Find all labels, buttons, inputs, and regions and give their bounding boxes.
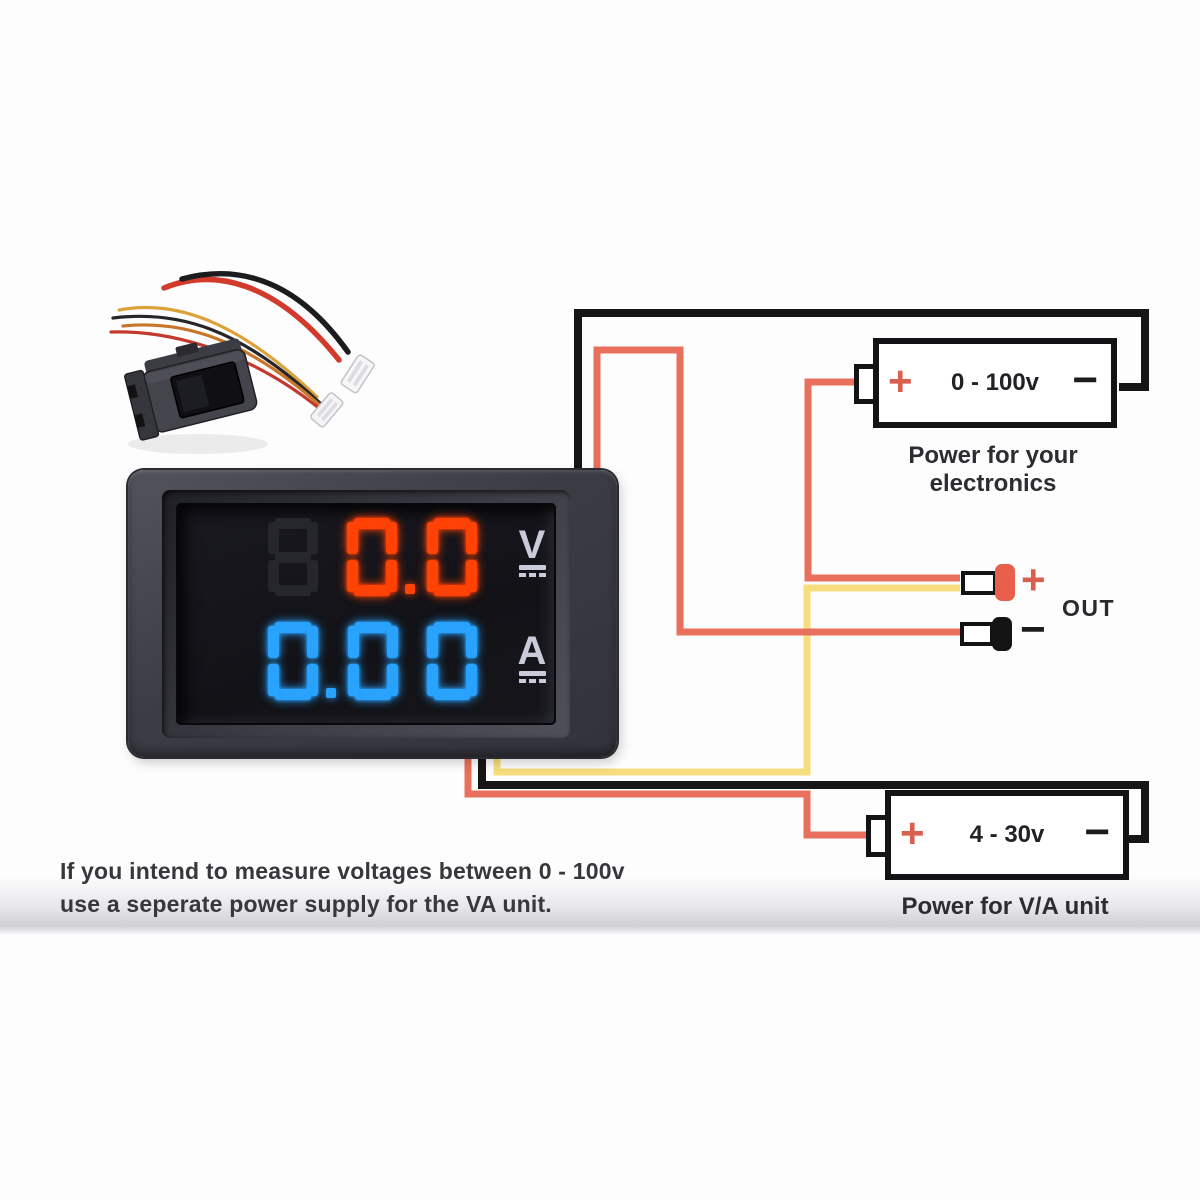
plus-sign: + xyxy=(1021,556,1046,603)
seven-segment-digit xyxy=(268,622,318,700)
module-shadow xyxy=(128,434,268,454)
voltage-display xyxy=(268,518,498,596)
wire-red-meter-to-va-battery xyxy=(464,754,868,839)
wire-red-battery-to-out xyxy=(804,378,960,582)
bottom-battery: + 4 - 30v − xyxy=(885,790,1129,880)
wire-strand-black-thick xyxy=(179,270,351,355)
meter-module-photo xyxy=(109,270,375,454)
out-positive-terminal xyxy=(961,571,997,595)
wire-strand-red-thick xyxy=(161,276,342,363)
plus-sign: + xyxy=(888,357,913,405)
background-gradient-band xyxy=(0,876,1200,934)
meter-display-window xyxy=(176,503,556,725)
note-line-1: If you intend to measure voltages betwee… xyxy=(60,858,625,884)
wire-red-meter-to-out xyxy=(593,346,960,636)
top-battery: + 0 - 100v − xyxy=(873,338,1117,428)
current-display xyxy=(268,622,498,700)
wire-strand-orange xyxy=(121,323,325,410)
note-line-2: use a seperate power supply for the VA u… xyxy=(60,891,552,917)
top-battery-caption: Power for your electronics xyxy=(908,442,1078,497)
out-negative-terminal-cap xyxy=(992,617,1012,651)
wire-strand-black-thin xyxy=(111,314,322,405)
top-battery-label: 0 - 100v xyxy=(950,369,1040,396)
wire-yellow-sense xyxy=(493,584,960,776)
seven-segment-digit xyxy=(426,518,477,596)
bottom-battery-caption: Power for V/A unit xyxy=(901,893,1109,920)
wire-black-top xyxy=(574,309,1149,470)
bottom-battery-label: 4 - 30v xyxy=(969,821,1045,848)
out-label: OUT xyxy=(1062,595,1116,621)
jst-connector-2pin xyxy=(340,354,375,394)
out-negative-terminal xyxy=(960,622,994,646)
amp-unit-letter: A xyxy=(517,629,547,673)
wire-strand-yellow xyxy=(117,305,319,399)
note-text: If you intend to measure voltages betwee… xyxy=(60,855,625,921)
plus-sign: + xyxy=(900,809,925,857)
decimal-point xyxy=(325,688,336,698)
meter-module-body xyxy=(124,338,258,441)
wire-black-bottom xyxy=(478,754,1149,843)
volt-unit: V xyxy=(514,523,550,578)
out-positive-terminal-cap xyxy=(995,564,1015,601)
volt-unit-letter: V xyxy=(518,523,546,567)
dc-symbol xyxy=(514,565,550,578)
seven-segment-digit xyxy=(347,622,398,700)
minus-sign: − xyxy=(1084,807,1110,857)
decimal-point xyxy=(404,584,415,594)
seven-segment-digit xyxy=(347,518,397,596)
panel-meter: V A xyxy=(128,470,617,757)
dc-symbol xyxy=(514,671,550,684)
amp-unit: A xyxy=(514,629,550,684)
seven-segment-digit xyxy=(268,518,318,596)
seven-segment-digit xyxy=(427,622,477,700)
minus-sign: − xyxy=(1072,355,1098,405)
jst-connector-3pin xyxy=(310,392,344,428)
minus-sign: − xyxy=(1020,605,1046,654)
